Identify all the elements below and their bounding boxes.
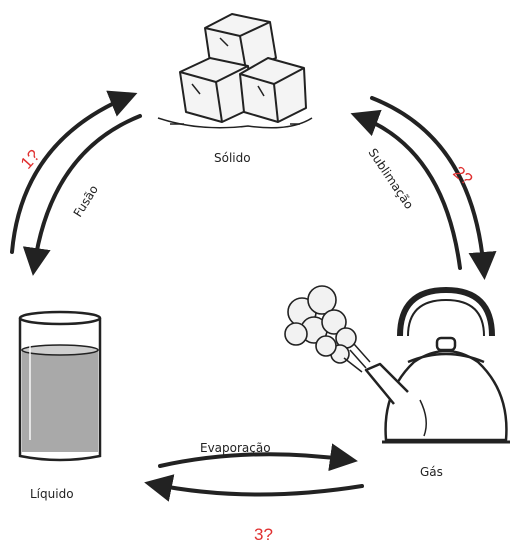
- arrow-liquid-to-solid: [10, 90, 138, 254]
- state-label-solid: Sólido: [214, 151, 251, 165]
- arrow-gas-to-liquid: [144, 474, 364, 502]
- steam-cloud-illustration: [284, 285, 371, 373]
- transition-label-fusion: Fusão: [71, 183, 101, 220]
- kettle-illustration: [364, 287, 510, 444]
- transition-label-evaporation: Evaporação: [200, 441, 271, 455]
- question-marker-3: 3?: [254, 525, 273, 544]
- ice-cubes-illustration: [157, 13, 313, 129]
- arrow-solid-to-gas: [370, 96, 497, 280]
- glass-of-water-illustration: [18, 310, 102, 462]
- arrow-gas-to-solid: [350, 109, 462, 270]
- transition-label-sublimation: Sublimação: [366, 146, 417, 212]
- arrow-liquid-to-gas: [158, 443, 358, 472]
- state-label-gas: Gás: [420, 465, 443, 479]
- arrow-solid-to-liquid: [22, 114, 142, 276]
- state-label-liquid: Líquido: [30, 487, 74, 501]
- arrows: [10, 90, 497, 502]
